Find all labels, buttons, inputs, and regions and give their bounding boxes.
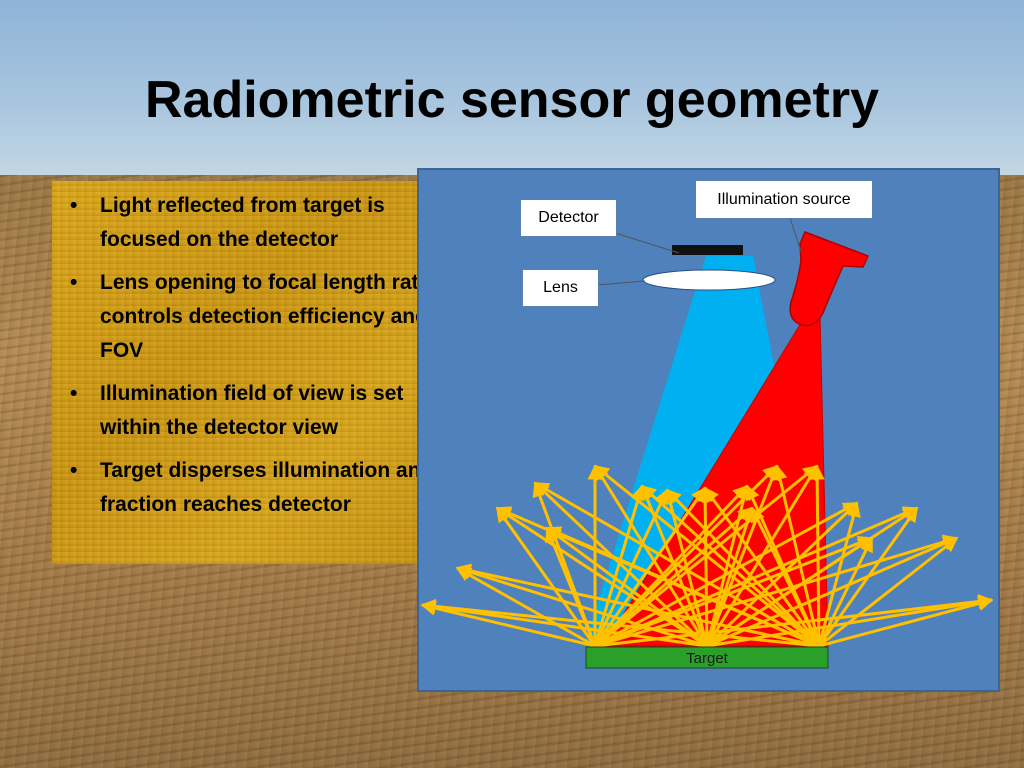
bullet-item: • Illumination field of view is set withi…: [64, 377, 443, 445]
reflected-ray-arrow: [594, 506, 754, 648]
reflected-ray-arrow: [817, 501, 861, 647]
reflected-ray-arrow: [455, 564, 708, 648]
reflected-ray-arrow: [705, 464, 780, 647]
reflected-ray-arrow: [697, 486, 713, 647]
reflected-ray-arrow: [593, 486, 707, 647]
bullet-text: Illumination field of view is set within…: [100, 382, 404, 439]
target-plate: [585, 646, 829, 669]
target-label: Target: [686, 650, 729, 667]
reflected-ray-arrow: [420, 599, 708, 648]
reflected-ray-arrow: [818, 536, 959, 648]
detector-label: Detector: [520, 199, 617, 237]
illumination-source-icon: [789, 231, 870, 327]
reflected-ray-arrow: [817, 536, 874, 647]
reflected-ray-arrow: [705, 484, 752, 647]
bullet-box: • Light reflected from target is focused …: [52, 181, 453, 564]
reflected-ray-arrow: [455, 563, 820, 648]
illumination-source-label-text: Illumination source: [717, 191, 851, 208]
reflected-ray-arrow: [420, 598, 820, 648]
bullet-item: • Lens opening to focal length ratio cont…: [64, 266, 443, 368]
reflected-rays: [420, 464, 994, 648]
bullet-text: Light reflected from target is focused o…: [100, 194, 385, 251]
reflected-ray-arrow: [665, 488, 821, 648]
reflected-ray-arrow: [545, 526, 820, 648]
reflected-ray-arrow: [495, 506, 597, 647]
bullet-item: • Target disperses illumination and fract…: [64, 454, 443, 522]
reflected-ray-arrow: [640, 484, 821, 648]
reflected-ray-arrow: [455, 566, 596, 648]
reflected-ray-arrow: [817, 506, 919, 647]
reflected-ray-arrow: [705, 464, 819, 647]
bullet-text: Target disperses illumination and fracti…: [100, 459, 434, 516]
sensor-diagram: Target Detector Lens Illumination source: [417, 168, 1000, 692]
detector-bar: [672, 245, 743, 255]
detector-label-text: Detector: [538, 209, 599, 226]
reflected-ray-arrow: [818, 596, 994, 648]
bullet-list: • Light reflected from target is focused …: [52, 181, 453, 522]
illumination-source-label: Illumination source: [695, 180, 873, 219]
reflected-ray-arrow: [705, 501, 859, 648]
bullet-marker: •: [70, 382, 78, 405]
reflected-ray-arrow: [809, 464, 825, 647]
lens-label: Lens: [522, 269, 599, 307]
reflected-ray-arrow: [420, 600, 596, 648]
reflected-ray-arrow: [703, 486, 821, 647]
reflected-ray-arrow: [593, 464, 709, 647]
reflected-ray-arrow: [545, 526, 708, 648]
sky-background: [0, 0, 1024, 190]
reflected-ray-arrow: [593, 484, 646, 647]
sensor-diagram-svg: Target: [417, 168, 1000, 692]
reflected-ray-arrow: [533, 481, 709, 648]
bullet-item: • Light reflected from target is focused …: [64, 189, 443, 257]
reflected-ray-arrow: [495, 506, 708, 648]
illumination-leader-line: [789, 217, 803, 255]
detector-leader-line: [614, 232, 680, 254]
lens-leader-line: [596, 280, 646, 286]
bullet-text: Lens opening to focal length ratio contr…: [100, 271, 438, 362]
bullet-marker: •: [70, 271, 78, 294]
reflected-ray-arrow: [594, 506, 919, 648]
lens-label-text: Lens: [543, 279, 578, 296]
bullet-marker: •: [70, 459, 78, 482]
bullet-marker: •: [70, 194, 78, 217]
lens-icon: [642, 269, 776, 291]
reflected-ray-arrow: [533, 481, 820, 648]
reflected-ray-arrow: [593, 464, 820, 648]
reflected-ray-arrow: [750, 506, 821, 647]
reflected-ray-arrow: [772, 464, 821, 647]
slide-title: Radiometric sensor geometry: [144, 71, 880, 129]
